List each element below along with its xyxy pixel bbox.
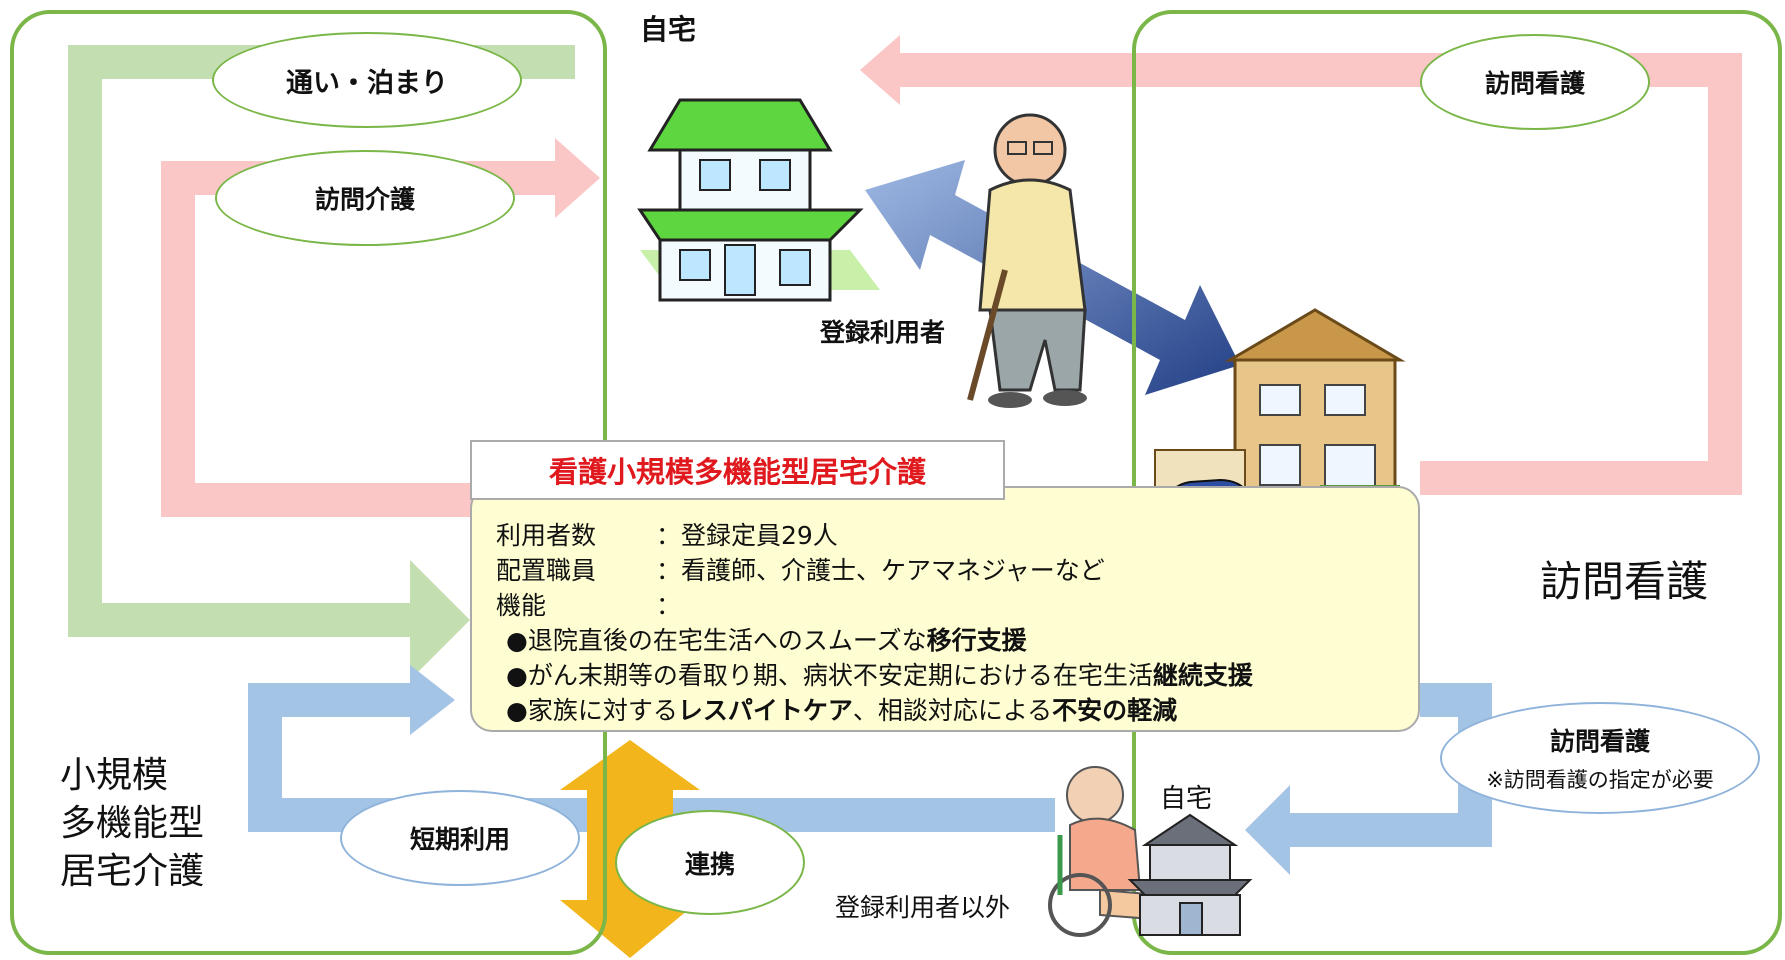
right-service-name: 訪問看護 <box>1540 557 1709 606</box>
renkei-ellipse: 連携 <box>615 810 805 915</box>
pink-right-arrowhead <box>860 35 900 105</box>
info-row-key: 利用者数 <box>496 521 597 550</box>
bullet-text: ●がん末期等の看取り期、病状不安定期における在宅生活 <box>506 661 1153 690</box>
info-row-key: 配置職員 <box>496 556 597 585</box>
right-panel <box>1132 10 1782 955</box>
renkei-label: 連携 <box>684 849 735 879</box>
houmon-kango-note: ※訪問看護の指定が必要 <box>1486 768 1714 792</box>
bullet-emphasis: 移行支援 <box>926 626 1027 655</box>
info-row-value: ：看護師、介護士、ケアマネジャーなど <box>656 556 1105 585</box>
info-row-key: 機能 <box>496 591 547 620</box>
tanki-riyou-ellipse: 短期利用 <box>340 790 580 886</box>
bullet-text: ●退院直後の在宅生活へのスムーズな <box>506 626 927 655</box>
info-row-users: 利用者数 ：登録定員29人 <box>496 518 1418 553</box>
kayoi-tomari-ellipse: 通い・泊まり <box>212 32 522 128</box>
info-bullet-3: ●家族に対するレスパイトケア、相談対応による不安の軽減 <box>496 693 1418 728</box>
left-service-name-line3: 居宅介護 <box>60 851 205 892</box>
houmon-kaigo-ellipse: 訪問介護 <box>215 150 515 246</box>
houmon-kango-bottom-ellipse: 訪問看護 ※訪問看護の指定が必要 <box>1440 702 1760 814</box>
houmon-kango-top-ellipse: 訪問看護 <box>1420 34 1650 130</box>
bullet-emphasis: 不安の軽減 <box>1052 696 1178 725</box>
houmon-kango-top-label: 訪問看護 <box>1484 69 1585 98</box>
info-bullet-2: ●がん末期等の看取り期、病状不安定期における在宅生活継続支援 <box>496 658 1418 693</box>
pink-left-arrowhead <box>555 138 600 218</box>
blue-left-arrowhead <box>410 665 455 735</box>
green-arrowhead <box>410 560 470 680</box>
bottom-home-label: 自宅 <box>1160 784 1213 814</box>
kayoi-tomari-label: 通い・泊まり <box>286 67 448 99</box>
blue-right-arrowhead <box>1245 785 1290 875</box>
info-row-value: ： <box>656 591 682 620</box>
bullet-emphasis: レスパイトケア <box>677 696 853 725</box>
left-service-name-line1: 小規模 <box>60 755 169 796</box>
bullet-emphasis: 継続支援 <box>1152 661 1253 690</box>
info-row-staff: 配置職員 ：看護師、介護士、ケアマネジャーなど <box>496 553 1418 588</box>
top-home-label: 自宅 <box>640 13 697 46</box>
bullet-text: ●家族に対する <box>506 696 678 725</box>
pink-right-loop-arrow <box>900 53 1742 495</box>
house-green-icon <box>637 98 880 302</box>
tanki-riyou-label: 短期利用 <box>409 825 510 854</box>
info-bullet-1: ●退院直後の在宅生活へのスムーズな移行支援 <box>496 623 1418 658</box>
left-service-name-line2: 多機能型 <box>60 803 205 844</box>
non-registered-label: 登録利用者以外 <box>835 893 1011 922</box>
registered-user-label: 登録利用者 <box>820 318 946 347</box>
houmon-kaigo-label: 訪問介護 <box>314 185 415 214</box>
houmon-kango-bottom-label: 訪問看護 <box>1549 727 1650 756</box>
info-row-value: ：登録定員29人 <box>656 521 838 550</box>
elderly-man-cane-icon <box>967 113 1087 408</box>
info-row-function: 機能 ： <box>496 588 1418 623</box>
info-box: 利用者数：登録定員29人 配置職員：看護師、介護士、ケアマネジャーなど 機能： … <box>470 486 1420 732</box>
bullet-text: 、相談対応による <box>852 696 1053 725</box>
house-gray-icon <box>1127 813 1253 936</box>
info-title: 看護小規模多機能型居宅介護 <box>470 440 1005 500</box>
left-service-name: 小規模 多機能型 居宅介護 <box>60 752 204 896</box>
